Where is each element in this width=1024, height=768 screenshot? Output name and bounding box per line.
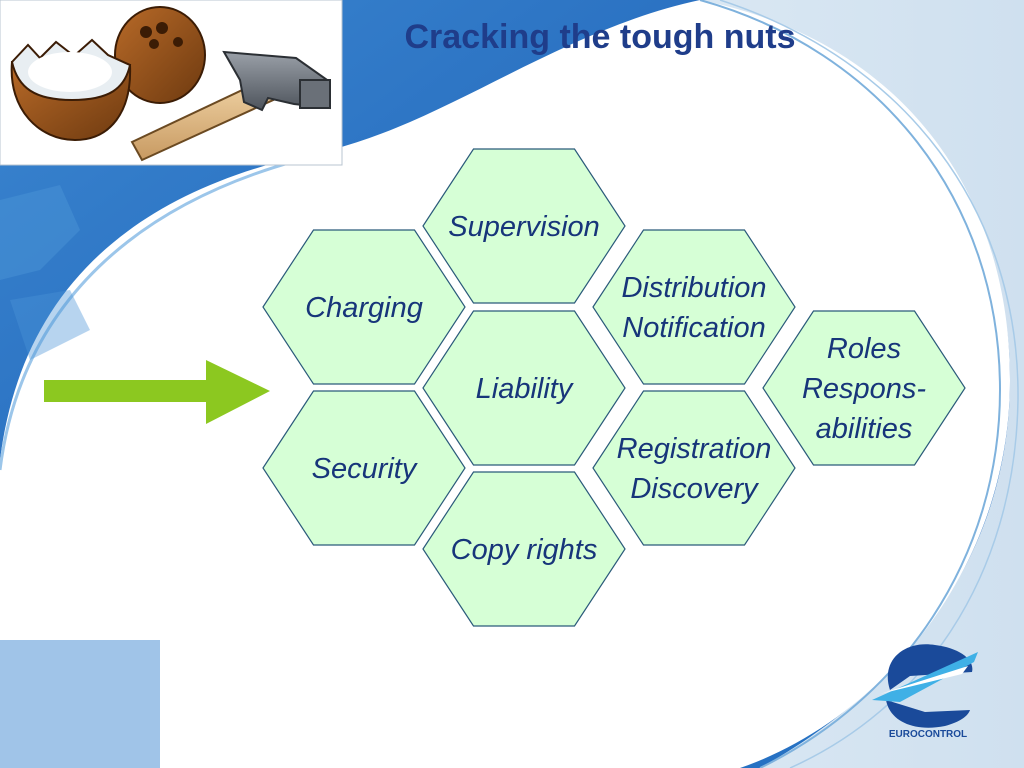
hexagon-shape	[422, 310, 626, 466]
hexagon-shape	[762, 310, 966, 466]
right-arrow-icon	[44, 360, 270, 424]
hexagon-liability: Liability	[422, 310, 626, 466]
hexagon-shape	[592, 229, 796, 385]
hexagon-label: Registration	[617, 433, 772, 465]
hexagon-label: abilities	[816, 413, 913, 445]
hexagon-shape	[592, 390, 796, 546]
hexagon-label: Security	[312, 453, 418, 485]
hexagon-supervision: Supervision	[422, 148, 626, 304]
hexagon-shape	[422, 148, 626, 304]
slide-title: Cracking the tough nuts	[404, 18, 796, 56]
eurocontrol-logo-label: EUROCONTROL	[889, 729, 967, 740]
hexagon-shape	[262, 229, 466, 385]
hexagon-label: Charging	[305, 292, 423, 324]
hexagon-label: Copy rights	[451, 534, 598, 566]
hexagon-label: Supervision	[448, 211, 600, 243]
hexagon-charging: Charging	[262, 229, 466, 385]
hexagon-copyrights: Copy rights	[422, 471, 626, 627]
hexagon-label: Liability	[476, 373, 574, 405]
coconut-and-hammer-icon	[10, 6, 331, 162]
eurocontrol-logo-icon	[872, 644, 978, 728]
hexagon-security: Security	[262, 390, 466, 546]
hexagon-label: Discovery	[630, 473, 759, 505]
hexagon-shape	[422, 471, 626, 627]
hexagon-shape	[262, 390, 466, 546]
hexagon-label: Roles	[827, 333, 901, 365]
hexagon-label: Notification	[622, 312, 765, 344]
hexagon-label: Distribution	[621, 272, 766, 304]
hexagon-label: Respons-	[802, 373, 926, 405]
